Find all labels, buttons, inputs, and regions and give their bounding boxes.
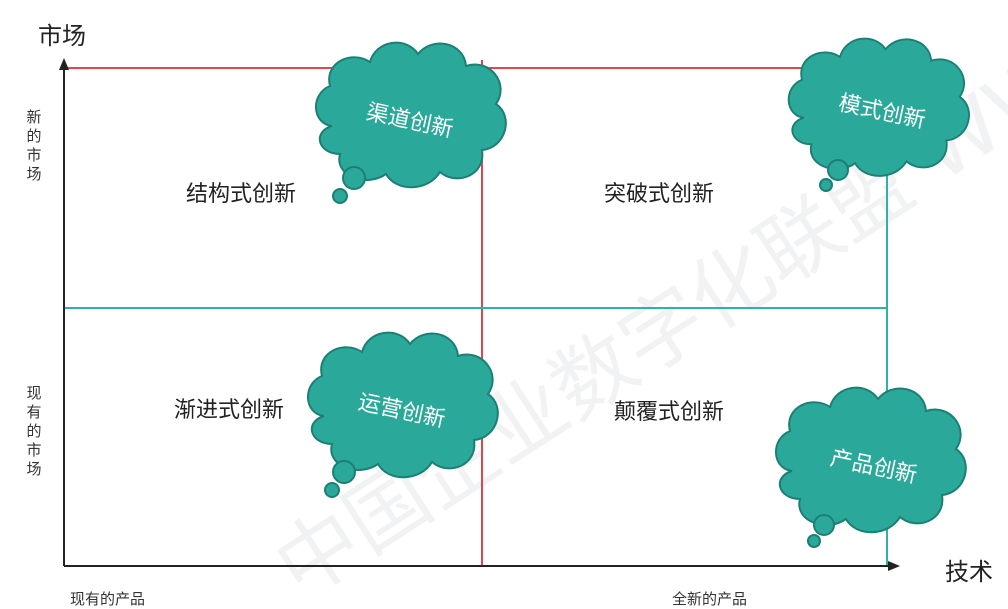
quadrant-label-breakthrough: 突破式创新 — [604, 182, 715, 207]
x-label-existing-product: 现有的产品 — [70, 590, 146, 608]
cloud-operation-innovation: 运营创新 — [306, 331, 499, 498]
cloud-channel-innovation: 渠道创新 — [314, 41, 507, 204]
y-label-new-market: 新的市场 — [26, 108, 42, 183]
cloud-product-innovation: 产品创新 — [774, 386, 967, 548]
y-label-existing-market: 现有的市场 — [26, 384, 42, 478]
x-axis-title: 技术 — [945, 558, 993, 586]
cloud-model-innovation: 模式创新 — [787, 37, 970, 192]
y-axis-title: 市场 — [38, 22, 86, 50]
y-axis-arrow — [59, 58, 69, 70]
x-axis-arrow — [888, 561, 900, 571]
quadrant-label-incremental: 渐进式创新 — [174, 398, 285, 423]
quadrant-label-disruptive: 颠覆式创新 — [614, 400, 725, 425]
x-label-new-product: 全新的产品 — [672, 590, 748, 608]
quadrant-label-structural: 结构式创新 — [186, 182, 297, 207]
